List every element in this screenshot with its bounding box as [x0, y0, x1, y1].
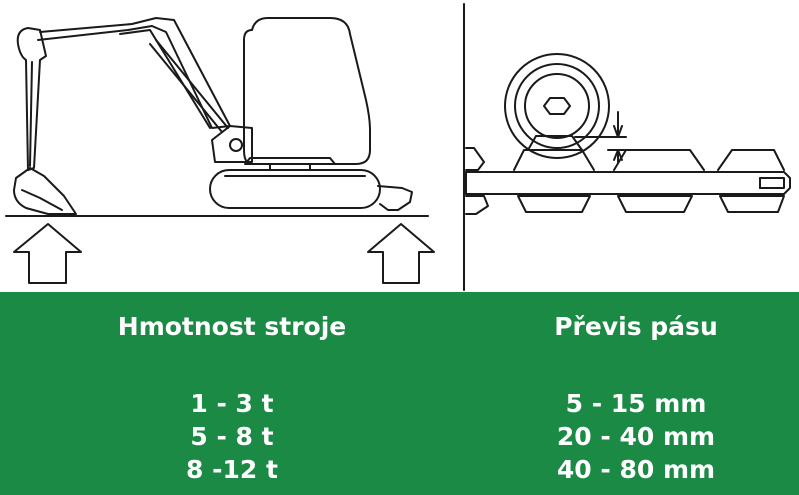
- track-overhang-value: 40 - 80 mm: [556, 455, 716, 484]
- track-roller-drawing: [465, 53, 791, 215]
- machine-weight-column: Hmotnost stroje 1 - 3 t 5 - 8 t 8 -12 t: [42, 292, 422, 486]
- machine-weight-value: 1 - 3 t: [190, 389, 274, 418]
- track-overhang-heading: Převis pásu: [554, 312, 718, 341]
- machine-weight-values: 1 - 3 t 5 - 8 t 8 -12 t: [42, 387, 422, 486]
- machine-weight-heading: Hmotnost stroje: [117, 312, 347, 341]
- support-arrow-up: [13, 223, 82, 284]
- excavator-drawing: [5, 17, 435, 284]
- machine-weight-value: 8 -12 t: [186, 455, 278, 484]
- illustration: [5, 3, 791, 291]
- support-arrow-up: [367, 223, 435, 284]
- machine-weight-value: 5 - 8 t: [190, 422, 274, 451]
- spec-panel: Hmotnost stroje 1 - 3 t 5 - 8 t 8 -12 t …: [0, 292, 799, 495]
- track-overhang-value: 20 - 40 mm: [556, 422, 716, 451]
- track-overhang-column: Převis pásu 5 - 15 mm 20 - 40 mm 40 - 80…: [446, 292, 799, 486]
- track-overhang-values: 5 - 15 mm 20 - 40 mm 40 - 80 mm: [446, 387, 799, 486]
- track-overhang-value: 5 - 15 mm: [565, 389, 707, 418]
